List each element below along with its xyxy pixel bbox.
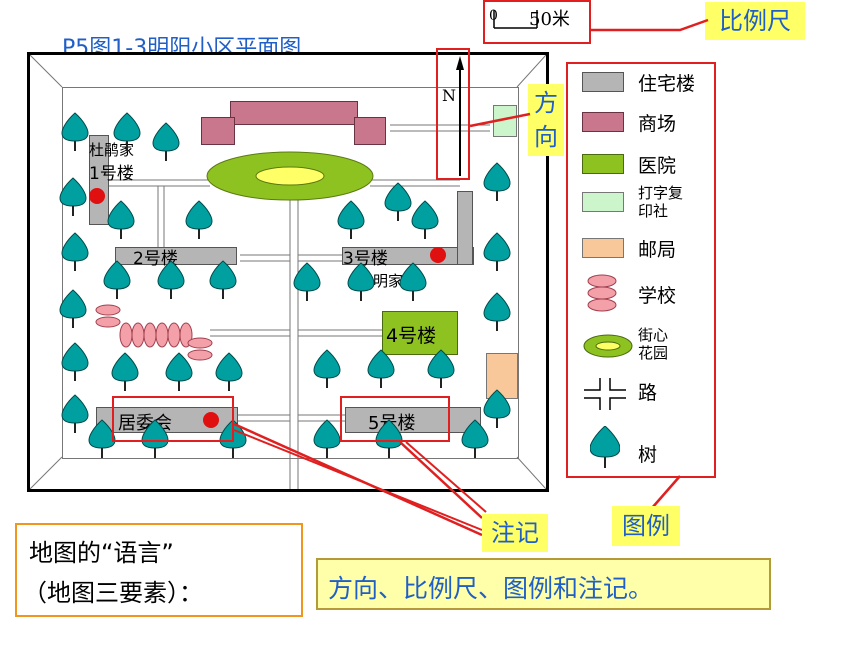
residential-swatch — [582, 72, 624, 92]
post-office — [486, 353, 518, 399]
building-3-vertical — [457, 191, 473, 265]
north-letter: N — [442, 86, 456, 105]
mall-right — [354, 117, 386, 145]
building-4 — [382, 311, 458, 355]
tree-icon — [590, 426, 620, 468]
committee-marker — [203, 412, 219, 428]
corner-diagonals — [30, 55, 546, 489]
building-4-label: 4号楼 — [386, 325, 437, 347]
post-office-swatch — [582, 238, 624, 258]
print-shop-swatch — [582, 192, 624, 212]
committee-building — [96, 407, 238, 433]
legend-post-office-label: 邮局 — [638, 239, 677, 261]
wang-home-marker — [430, 247, 446, 263]
building-3-label: 3号楼 — [343, 249, 388, 269]
mall-left — [201, 117, 235, 145]
building-2-label: 2号楼 — [133, 249, 178, 269]
legend-print-shop-line1: 打字复 — [638, 184, 684, 202]
legend-garden-label: 街心 花园 — [638, 326, 668, 362]
legend-garden-line2: 花园 — [638, 344, 669, 362]
tag-direction: 方向 — [528, 84, 564, 156]
legend-print-shop-line2: 印社 — [638, 202, 669, 220]
scale-distance-label: 50米 — [529, 9, 570, 30]
tag-annotation: 注记 — [482, 514, 548, 552]
legend-print-shop-label: 打字复 印社 — [638, 184, 683, 220]
tag-direction-text: 方向 — [534, 89, 558, 151]
annotation-callout-committee — [112, 396, 234, 442]
map-three-elements-heading: （地图三要素）： — [23, 579, 203, 607]
building-5 — [345, 407, 481, 433]
road-icon — [584, 378, 626, 410]
du-home-label: 杜鹃家 — [89, 141, 135, 159]
building-2 — [115, 247, 237, 265]
school-icon — [587, 274, 617, 312]
tag-scale: 比例尺 — [705, 2, 805, 40]
legend-box: 住宅楼 商场 医院 打字复 印社 邮局 学校 街心 花园 路 树 — [566, 62, 716, 478]
legend-road-label: 路 — [638, 382, 658, 404]
building-1-label: 1号楼 — [89, 164, 134, 184]
scale-zero-label: 0 — [489, 8, 498, 24]
scale-pointer — [590, 18, 709, 32]
legend-mall-label: 商场 — [638, 113, 677, 135]
school — [95, 304, 213, 361]
north-arrow-icon — [456, 56, 464, 176]
annotation-callout-building-5 — [340, 396, 450, 442]
map-elements-note: 地图的“语言” （地图三要素）： — [15, 523, 303, 617]
answer-box: 方向、比例尺、图例和注记。 — [316, 558, 771, 610]
mall-top — [230, 101, 358, 125]
answer-text: 方向、比例尺、图例和注记。 — [328, 574, 654, 603]
legend-tree-label: 树 — [638, 444, 658, 466]
du-home-marker — [89, 188, 105, 204]
legend-pointer — [651, 475, 681, 509]
direction-pointer — [469, 112, 531, 128]
scale-bar-line — [493, 10, 538, 29]
legend-school-label: 学校 — [638, 285, 677, 307]
legend-hospital-label: 医院 — [638, 155, 677, 177]
scale-bar: 0 50米 — [483, 0, 591, 44]
hospital-swatch — [582, 154, 624, 174]
mall-swatch — [582, 112, 624, 132]
legend-garden-line1: 街心 — [638, 326, 669, 344]
compass-callout — [436, 48, 470, 180]
street-garden — [206, 151, 374, 201]
garden-icon — [583, 334, 633, 358]
tag-legend: 图例 — [612, 506, 680, 546]
map-language-heading: 地图的“语言” — [29, 539, 174, 567]
legend-residential-label: 住宅楼 — [638, 73, 696, 95]
